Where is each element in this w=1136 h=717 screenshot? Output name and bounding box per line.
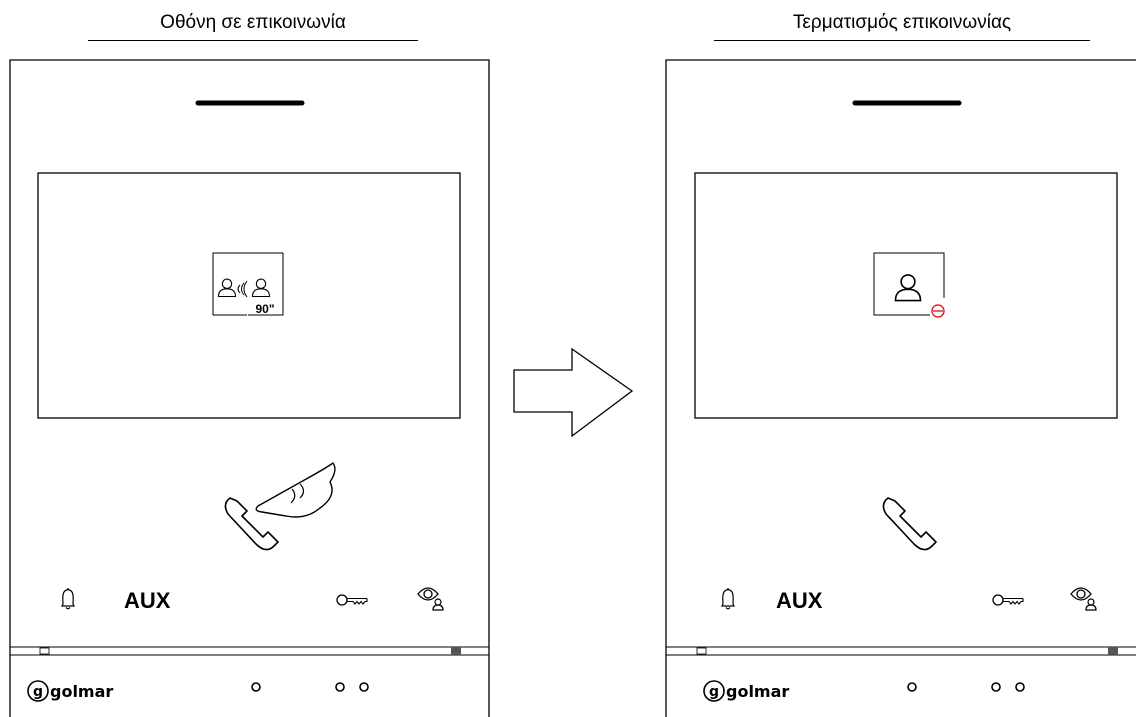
bell-icon[interactable]	[721, 588, 735, 610]
left-caption-underline	[88, 40, 418, 41]
status-led	[39, 647, 50, 655]
handset-button[interactable]	[882, 497, 937, 551]
aux-button[interactable]: AUX	[776, 588, 823, 613]
end-of-communication-icon	[873, 252, 945, 318]
display-screen	[37, 172, 461, 419]
left-caption: Οθόνη σε επικοινωνία	[160, 12, 346, 33]
golmar-logo: golmar	[27, 680, 113, 702]
hardware-button-left[interactable]	[907, 682, 917, 692]
hardware-button-right[interactable]	[359, 682, 369, 692]
right-caption: Τερματισμός επικοινωνίας	[792, 12, 1012, 33]
svg-text:golmar: golmar	[726, 682, 789, 701]
right-monitor: AUX golmar	[665, 59, 1136, 717]
display-screen	[694, 172, 1118, 419]
handset-icon	[882, 497, 937, 551]
pointing-hand-icon	[255, 462, 336, 518]
status-led	[696, 647, 707, 655]
key-icon[interactable]	[992, 594, 1024, 606]
aux-button[interactable]: AUX	[124, 588, 171, 613]
sensor	[451, 647, 461, 655]
call-timer: 90"	[255, 302, 274, 316]
in-communication-icon	[212, 252, 284, 316]
left-monitor: 90" AUX golmar	[9, 59, 490, 717]
hardware-button-mid[interactable]	[991, 682, 1001, 692]
right-caption-underline	[714, 40, 1090, 41]
eye-person-icon[interactable]	[1070, 587, 1097, 611]
sensor	[1108, 647, 1118, 655]
right-arrow-icon	[513, 347, 634, 438]
svg-text:golmar: golmar	[50, 682, 113, 701]
bell-icon[interactable]	[61, 588, 75, 610]
golmar-logo: golmar	[703, 680, 789, 702]
hardware-button-mid[interactable]	[335, 682, 345, 692]
key-icon[interactable]	[336, 594, 368, 606]
hardware-button-right[interactable]	[1015, 682, 1025, 692]
eye-person-icon[interactable]	[417, 587, 444, 611]
hardware-button-left[interactable]	[251, 682, 261, 692]
